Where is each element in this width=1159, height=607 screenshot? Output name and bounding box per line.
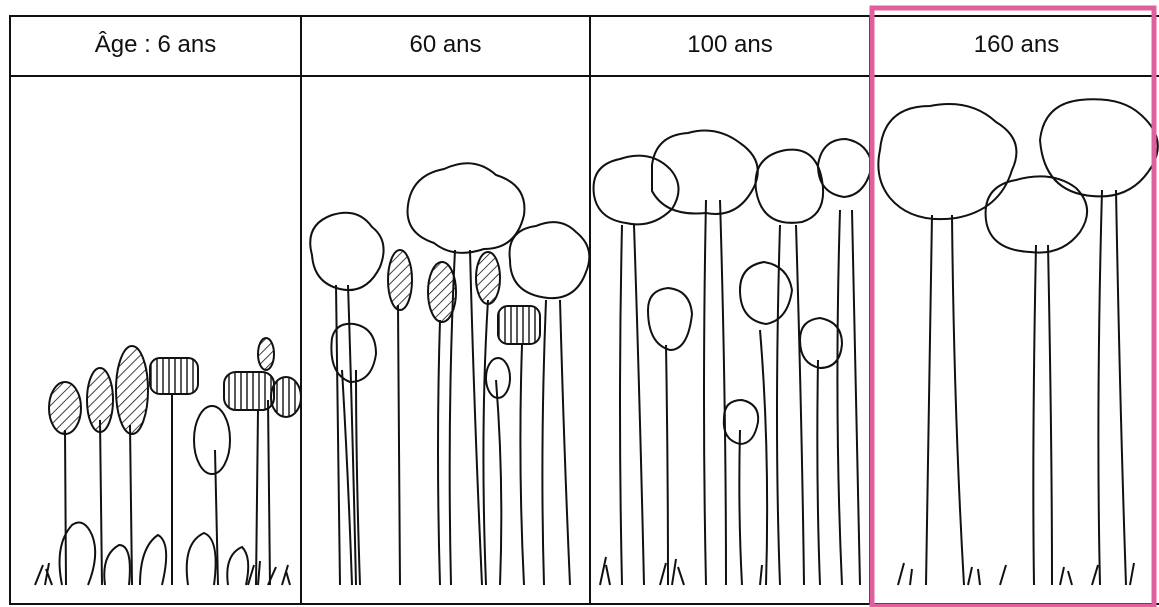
panel-label-age-160: 160 ans [874,16,1159,74]
tree-icon [310,213,383,585]
tree-icon [1040,99,1158,585]
panel-label-age-6: Âge : 6 ans [10,16,301,74]
hatched-tree-icon [87,368,113,585]
panel-age-60-trees [310,163,589,585]
tree-icon [724,400,758,585]
tree-icon [194,406,230,585]
tree-icon [740,262,792,585]
panel-age-6-trees [35,338,301,585]
panel-label-age-60: 60 ans [301,16,590,74]
tree-icon [800,318,842,585]
grass-tuft-icon [600,557,762,585]
panel-label-age-100: 100 ans [590,16,870,74]
grass-tuft-icon [898,563,1134,585]
panel-age-100-trees [594,131,872,585]
panel-frame [10,16,1159,604]
tree-icon [878,104,1016,585]
panel-age-160-trees [878,99,1157,585]
hatched-tree-icon [224,372,274,585]
tree-icon [818,139,872,585]
hatched-tree-icon [150,358,198,585]
tree-icon [986,176,1088,585]
hatched-tree-icon [388,250,412,585]
hatched-tree-icon [49,382,81,585]
tree-icon [486,358,510,585]
tree-icon [648,288,692,585]
tree-icon [756,150,824,585]
hatched-tree-icon [498,306,540,585]
hatched-tree-icon [116,346,148,585]
highlight-frame [872,8,1154,606]
tree-icon [408,163,525,585]
